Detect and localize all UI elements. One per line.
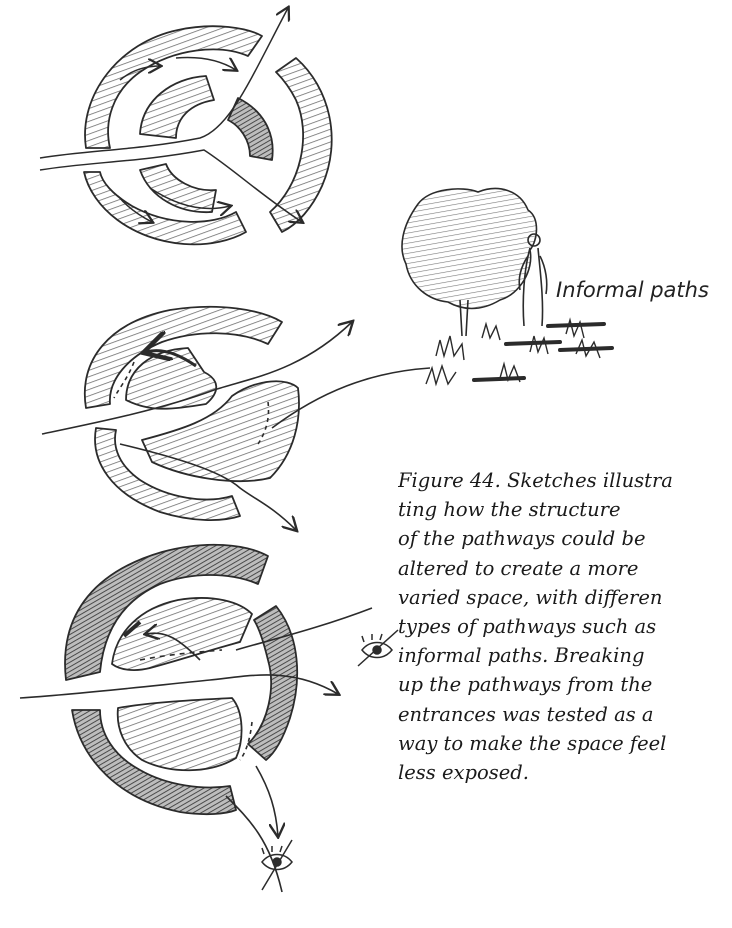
caption-line: informal paths. Breaking (398, 641, 732, 670)
eye-icon (358, 630, 398, 666)
caption-line: Figure 44. Sketches illustra (398, 466, 732, 495)
grass-icon (426, 320, 600, 384)
sketch-3-broken-entrances (65, 545, 297, 814)
caption-line: varied space, with differen (398, 583, 732, 612)
caption-line: way to make the space feel (398, 729, 732, 758)
informal-paths-label: Informal paths (556, 278, 709, 302)
sketch-3-block (112, 598, 252, 670)
sketch-3-ring-segment (248, 606, 297, 760)
caption-line: of the pathways could be (398, 524, 732, 553)
caption-line: ting how the structure (398, 495, 732, 524)
caption-line: less exposed. (398, 758, 732, 787)
informal-path-strokes (474, 324, 612, 380)
figure-caption: Figure 44. Sketches illustra ting how th… (398, 466, 732, 787)
caption-line: altered to create a more (398, 554, 732, 583)
sketch-2-block (126, 348, 216, 409)
sketch-1-inner-segment (140, 76, 214, 138)
tree-icon (402, 189, 537, 309)
caption-line: up the pathways from the (398, 670, 732, 699)
caption-line: entrances was tested as a (398, 700, 732, 729)
sketch-2-informal-paths (85, 307, 299, 520)
caption-line: types of pathways such as (398, 612, 732, 641)
sketch-3-block (118, 698, 242, 770)
